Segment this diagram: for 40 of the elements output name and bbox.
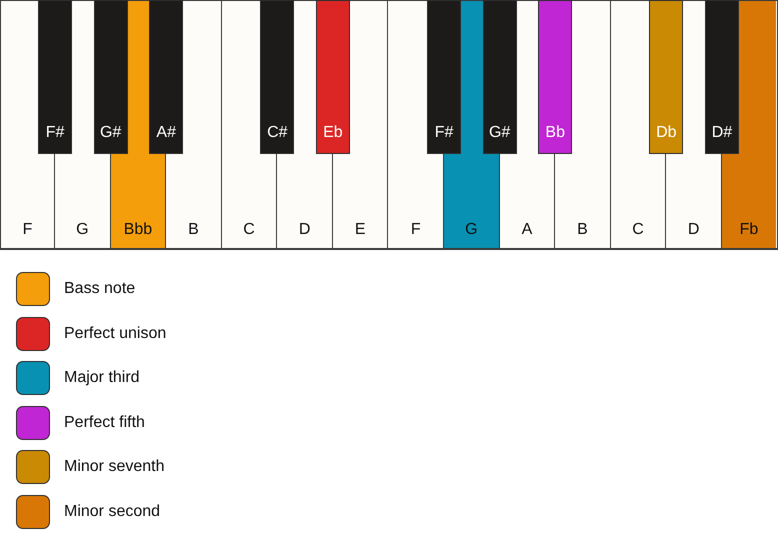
accidental-key (704, 0, 739, 154)
accidental-key (316, 0, 350, 154)
note-label: F# (434, 124, 454, 142)
note-label: G (75, 221, 90, 239)
note-label: G# (98, 124, 122, 142)
accidental-key (149, 0, 184, 154)
note-label: C (631, 221, 645, 239)
note-label: D# (710, 124, 734, 142)
note-label: G# (488, 124, 512, 142)
note-label: F (22, 221, 34, 239)
accidental-key (482, 0, 517, 154)
note-label: D (298, 221, 312, 239)
legend-label: Major third (64, 369, 140, 387)
note-label: C# (266, 124, 289, 142)
legend-label: Perfect fifth (64, 414, 145, 432)
note-label: A# (155, 124, 177, 142)
note-label: B (576, 221, 589, 239)
note-label: E (354, 221, 367, 239)
note-label: Eb (322, 124, 344, 142)
accidental-key (538, 0, 572, 154)
legend-label: Perfect unison (64, 324, 166, 342)
note-label: Fb (738, 221, 760, 239)
note-label: A (520, 221, 534, 239)
note-label: G (464, 221, 479, 239)
legend-label: Bass note (64, 280, 136, 298)
legend-label: Minor second (64, 502, 160, 520)
accidental-key (649, 0, 684, 154)
legend-label: Minor seventh (64, 458, 164, 476)
accidental-key (38, 0, 72, 154)
note-label: Bbb (122, 221, 154, 239)
note-label: B (187, 221, 200, 239)
note-label: D (686, 221, 700, 239)
note-label: Db (655, 124, 678, 142)
accidental-key (94, 0, 128, 154)
accidental-key (260, 0, 294, 154)
note-label: F# (44, 124, 66, 142)
note-label: Bb (544, 124, 566, 142)
note-label: C (242, 221, 256, 239)
note-label: F (410, 221, 422, 239)
accidental-key (427, 0, 462, 154)
